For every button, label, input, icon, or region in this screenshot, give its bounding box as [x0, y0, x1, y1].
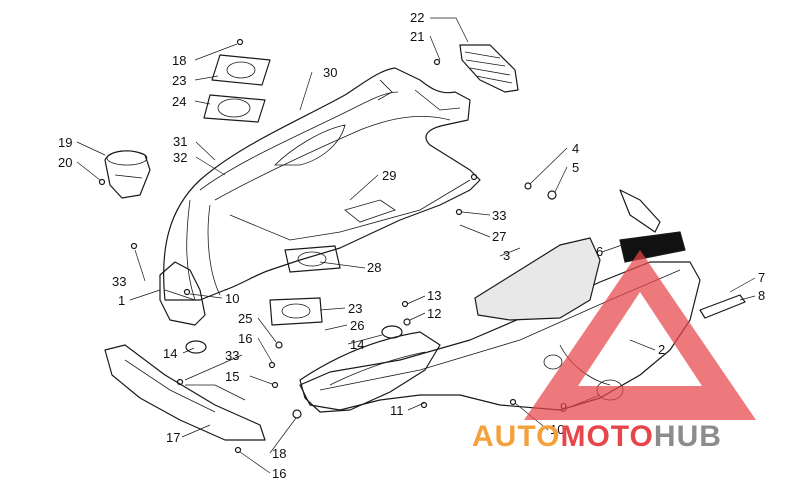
callout-26: 26	[350, 318, 364, 333]
hardware-parts	[98, 38, 557, 454]
callout-8: 8	[758, 288, 765, 303]
boot-part	[104, 150, 151, 199]
belly-pan-part	[163, 67, 481, 301]
callout-25: 25	[238, 311, 252, 326]
callout-20: 20	[58, 155, 72, 170]
running-board-part	[299, 189, 746, 411]
callout-33-right: 33	[492, 208, 506, 223]
callout-22-top: 22	[410, 10, 424, 25]
callout-24: 24	[172, 94, 186, 109]
callout-18-bottom: 18	[272, 446, 286, 461]
callout-28: 28	[367, 260, 381, 275]
inner-fender-part	[299, 331, 441, 413]
callout-16-bottom: 16	[272, 466, 286, 481]
callout-10-right: 10	[550, 422, 564, 437]
callout-14-left: 14	[163, 346, 177, 361]
callout-30: 30	[323, 65, 337, 80]
callout-labels: 22 21 18 23 24 30 19 20 31 32 29 4 5 33 …	[58, 10, 765, 481]
callout-14-center: 14	[350, 337, 364, 352]
clamp-parts	[185, 325, 403, 354]
callout-33-lower: 33	[225, 348, 239, 363]
callout-7: 7	[758, 270, 765, 285]
callout-21: 21	[410, 29, 424, 44]
svg-text:AUTOMOTOHUB: AUTOMOTOHUB	[472, 420, 722, 453]
watermark-moto: MOTO	[560, 420, 653, 453]
gasket-top-part	[203, 54, 271, 123]
callout-15: 15	[225, 369, 239, 384]
watermark-triangle-icon	[524, 250, 756, 420]
side-panel-part	[159, 261, 206, 326]
gasket-center-part	[269, 245, 341, 326]
callout-27: 27	[492, 229, 506, 244]
callout-13: 13	[427, 288, 441, 303]
callout-6: 6	[596, 244, 603, 259]
watermark: AUTOMOTOHUB	[472, 250, 756, 453]
front-guard-part	[104, 344, 266, 441]
leader-lines	[76, 17, 756, 474]
callout-23-top: 23	[172, 73, 186, 88]
callout-23-center: 23	[348, 301, 362, 316]
vent-cover-part	[459, 44, 519, 93]
watermark-hub: HUB	[654, 420, 722, 453]
callout-2: 2	[658, 342, 665, 357]
watermark-auto: AUTO	[472, 420, 560, 453]
callout-29: 29	[382, 168, 396, 183]
callout-1: 1	[118, 293, 125, 308]
callout-12: 12	[427, 306, 441, 321]
callout-5: 5	[572, 160, 579, 175]
callout-11: 11	[390, 403, 404, 418]
callout-17: 17	[166, 430, 180, 445]
callout-19: 19	[58, 135, 72, 150]
callout-18-top: 18	[172, 53, 186, 68]
callout-31: 31	[173, 134, 187, 149]
callout-16-mid: 16	[238, 331, 252, 346]
callout-33-left: 33	[112, 274, 126, 289]
callout-10-left: 10	[225, 291, 239, 306]
callout-32: 32	[173, 150, 187, 165]
callout-3: 3	[503, 248, 510, 263]
callout-4: 4	[572, 141, 579, 156]
